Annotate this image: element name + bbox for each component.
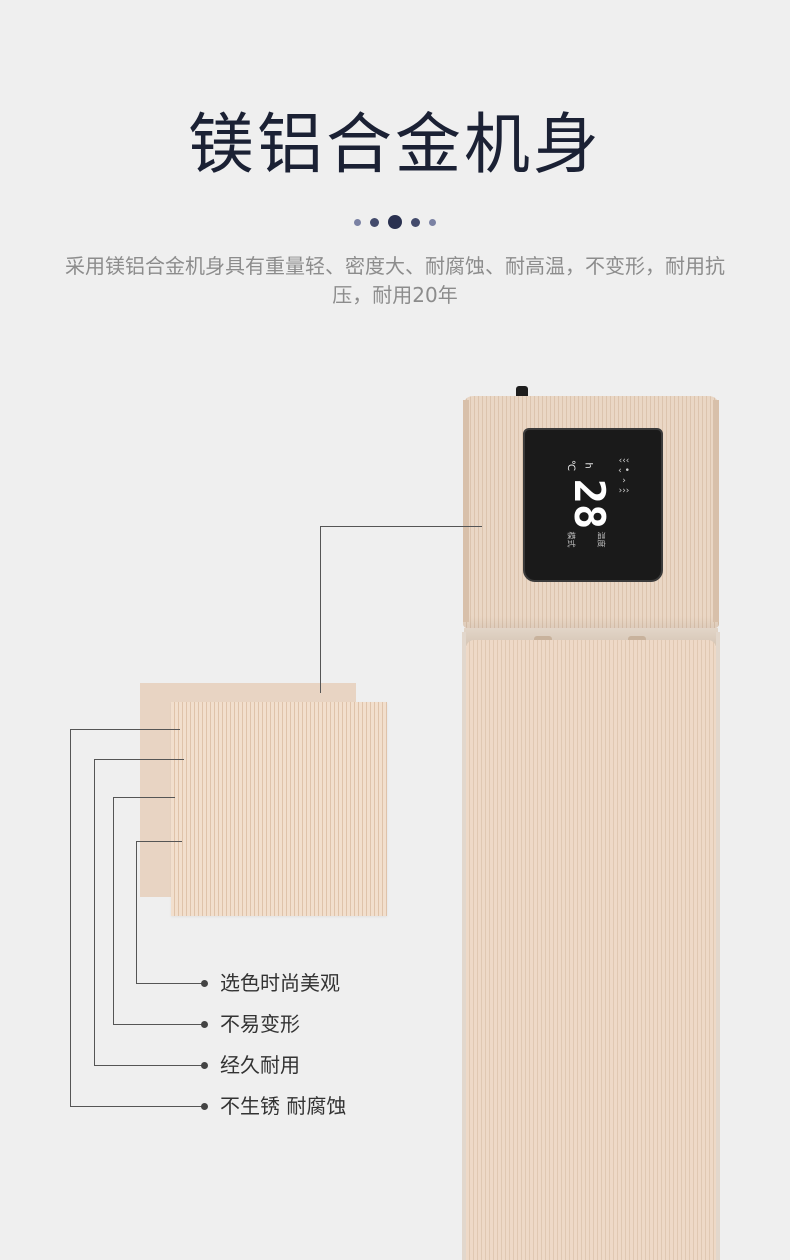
bullet-dot — [201, 1062, 208, 1069]
page-title: 镁铝合金机身 — [188, 106, 602, 183]
panel-edge — [713, 400, 719, 622]
mode-letter: h — [582, 462, 594, 469]
connector-line — [113, 797, 114, 1024]
connector-line — [113, 1024, 204, 1025]
body-side — [716, 632, 720, 1260]
control-display: ℃ h 28 ‹‹‹ ‹ • › ››› 模式 温度 — [523, 428, 663, 582]
connector-line — [70, 729, 71, 1106]
connector-line — [136, 841, 137, 983]
connector-line — [136, 983, 204, 984]
dot — [429, 218, 436, 226]
display-label-right: 温度 — [596, 531, 606, 548]
connector-line — [70, 1106, 204, 1107]
feature-label: 选色时尚美观 — [220, 971, 340, 995]
panel-edge — [463, 400, 469, 622]
display-label-left: 模式 — [566, 531, 576, 548]
connector-line — [136, 841, 182, 842]
connector-line — [113, 797, 175, 798]
heater-unit: ℃ h 28 ‹‹‹ ‹ • › ››› 模式 温度 — [460, 382, 722, 1260]
feature-label: 不易变形 — [220, 1012, 300, 1036]
body-panel — [466, 640, 716, 1260]
connector-line — [94, 759, 184, 760]
dot — [388, 215, 402, 229]
bullet-dot — [201, 1021, 208, 1028]
connector-line — [320, 526, 321, 693]
connector-line — [94, 1065, 204, 1066]
feature-label: 不生锈 耐腐蚀 — [220, 1094, 347, 1118]
connector-line — [94, 759, 95, 1065]
bullet-dot — [201, 980, 208, 987]
feature-label: 经久耐用 — [220, 1053, 300, 1077]
body-side — [462, 632, 466, 1260]
dot — [411, 217, 420, 227]
bullet-dot — [201, 1103, 208, 1110]
dot — [370, 217, 379, 227]
dot — [354, 218, 361, 226]
temperature-unit: ℃ — [565, 459, 577, 472]
decorative-dots — [0, 212, 790, 232]
connector-line — [320, 526, 482, 527]
temperature-readout: 28 — [565, 478, 614, 530]
level-chevrons: ‹‹‹ ‹ • › ››› — [618, 456, 630, 496]
material-sample-front — [171, 702, 387, 916]
connector-line — [70, 729, 180, 730]
description: 采用镁铝合金机身具有重量轻、密度大、耐腐蚀、耐高温，不变形，耐用抗压，耐用20年 — [65, 254, 725, 307]
top-panel: ℃ h 28 ‹‹‹ ‹ • › ››› 模式 温度 — [463, 396, 719, 628]
